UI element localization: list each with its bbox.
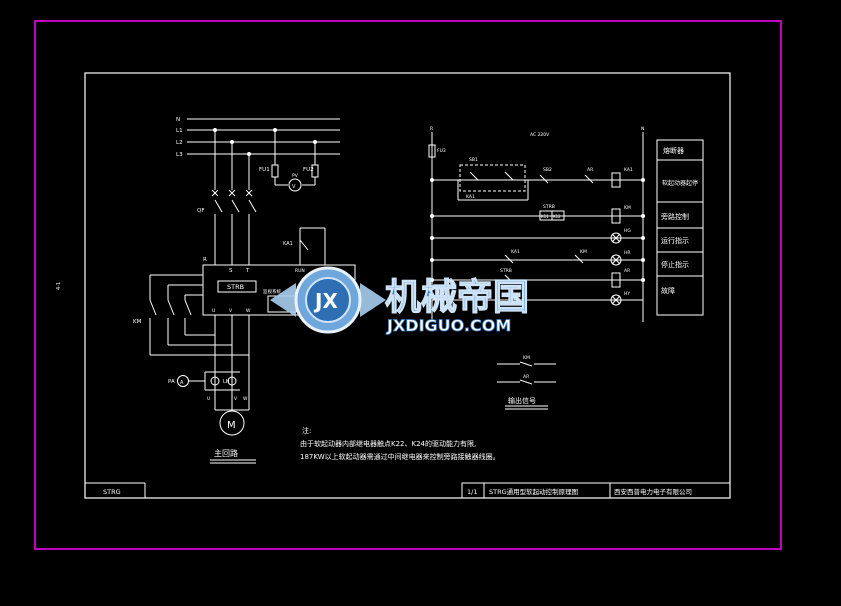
relay-contact-label: KA1 xyxy=(283,241,293,247)
legend-fault: 故障 xyxy=(661,286,675,295)
terminal-s: S xyxy=(229,268,233,274)
main-circuit xyxy=(149,118,356,464)
control-n: N xyxy=(641,126,644,132)
ct-label: LH xyxy=(223,379,230,385)
notes-line2: 187KW以上软起动器需通过中间继电器来控制旁路接触器线圈。 xyxy=(300,452,500,461)
k11-label: K11 xyxy=(541,214,549,219)
phase-n: N xyxy=(176,117,180,123)
side-marker: 4-1 xyxy=(56,282,62,290)
title-block: STRG 1/1 STRG通用型软起动控制原理图 西安西普电力电子有限公司 xyxy=(85,482,731,499)
phase-l2: L2 xyxy=(176,140,183,146)
motor-u: U xyxy=(207,396,210,402)
drawing-frame xyxy=(84,72,731,499)
control-circuit xyxy=(428,132,645,322)
ka1-contact-label: KA1 xyxy=(511,249,520,255)
title-code: STRG xyxy=(103,488,121,496)
phase-l3: L3 xyxy=(176,152,183,158)
hr-label: HR xyxy=(624,250,631,256)
sb1-label: SB1 xyxy=(469,157,478,163)
legend-bypass: 旁路控制 xyxy=(661,212,689,221)
strb-label: STRB xyxy=(543,204,555,210)
bypass-contactor-label: KM xyxy=(133,319,142,325)
title-sheet: 1/1 xyxy=(467,488,477,496)
motor-v: V xyxy=(234,396,238,402)
watermark-en: JXDIGUO.COM xyxy=(386,316,511,335)
motor-symbol: M xyxy=(227,420,236,431)
terminal-t: T xyxy=(245,268,250,274)
title-company: 西安西普电力电子有限公司 xyxy=(614,487,692,496)
main-circuit-labels: N L1 L2 L3 QF FU1 FU2 V PV R S T STRB 监视… xyxy=(133,117,314,458)
output-signal-caption: 输出信号 xyxy=(508,396,536,405)
strb-contact-label: STRB xyxy=(500,268,512,274)
output-signal: KM AR 输出信号 xyxy=(497,355,556,410)
ka1-coil-label: KA1 xyxy=(624,167,633,173)
watermark: JX 机械帝国 JXDIGUO.COM xyxy=(270,266,530,335)
ammeter-symbol: A xyxy=(180,380,184,386)
legend-stop: 停止指示 xyxy=(661,260,689,269)
k12-label: K12 xyxy=(553,214,561,219)
km-contact-label: KM xyxy=(580,249,587,255)
notes-line1: 由于软起动器内部继电器触点K22、K24的驱动能力有限, xyxy=(300,439,476,448)
starter-label: STRB xyxy=(227,283,244,291)
watermark-logo-text: JX xyxy=(313,289,338,313)
run-terminal: RUN xyxy=(295,268,305,274)
fuse1-label: FU1 xyxy=(259,167,270,173)
sb2-label: SB2 xyxy=(543,167,552,173)
fuse3-label: FU3 xyxy=(437,148,446,154)
notes-heading: 注: xyxy=(302,426,311,435)
control-circuit-labels: R N AC 220V FU3 SB1 KA1 SB2 AR KA1 STRB … xyxy=(430,126,644,297)
fuse2-label: FU2 xyxy=(303,167,314,173)
ar-contact-label: AR xyxy=(587,167,593,173)
output-km: KM xyxy=(523,355,530,361)
output-ar: AR xyxy=(523,374,529,380)
hy-label: HY xyxy=(624,291,630,297)
voltmeter-symbol: V xyxy=(292,184,296,190)
terminal-v: V xyxy=(229,308,233,314)
watermark-gear-icon xyxy=(270,266,386,334)
terminal-r: R xyxy=(203,257,207,263)
control-r: R xyxy=(430,126,433,132)
breaker-label: QF xyxy=(197,208,205,214)
ka1-parallel-label: KA1 xyxy=(466,194,475,200)
motor-w: W xyxy=(243,396,248,402)
terminal-u: U xyxy=(212,308,215,314)
voltmeter-tag: PV xyxy=(292,173,299,179)
hg-label: HG xyxy=(624,228,631,234)
notes: 注: 由于软起动器内部继电器触点K22、K24的驱动能力有限, 187KW以上软… xyxy=(300,426,500,461)
title-name: STRG通用型软起动控制原理图 xyxy=(489,487,578,496)
legend-table: 熔断器 软起动器起停 旁路控制 运行指示 停止指示 故障 xyxy=(656,139,704,316)
terminal-w: W xyxy=(246,308,251,314)
ammeter-label: PA xyxy=(168,379,175,385)
phase-l1: L1 xyxy=(176,128,183,134)
supply-label: AC 220V xyxy=(530,132,550,138)
legend-starter-text: 软起动器起停 xyxy=(662,179,698,187)
watermark-cn: 机械帝国 xyxy=(385,277,529,318)
ar-coil-label: AR xyxy=(624,268,630,274)
outer-border xyxy=(34,20,782,550)
legend-run: 运行指示 xyxy=(661,236,689,245)
main-circuit-caption: 主回路 xyxy=(214,448,238,458)
km-coil-label: KM xyxy=(624,205,631,211)
starter-sub-label: 监视系统 xyxy=(263,288,281,295)
legend-fuse: 熔断器 xyxy=(663,146,684,155)
legend-starter: 软起动器起停 xyxy=(662,179,698,187)
